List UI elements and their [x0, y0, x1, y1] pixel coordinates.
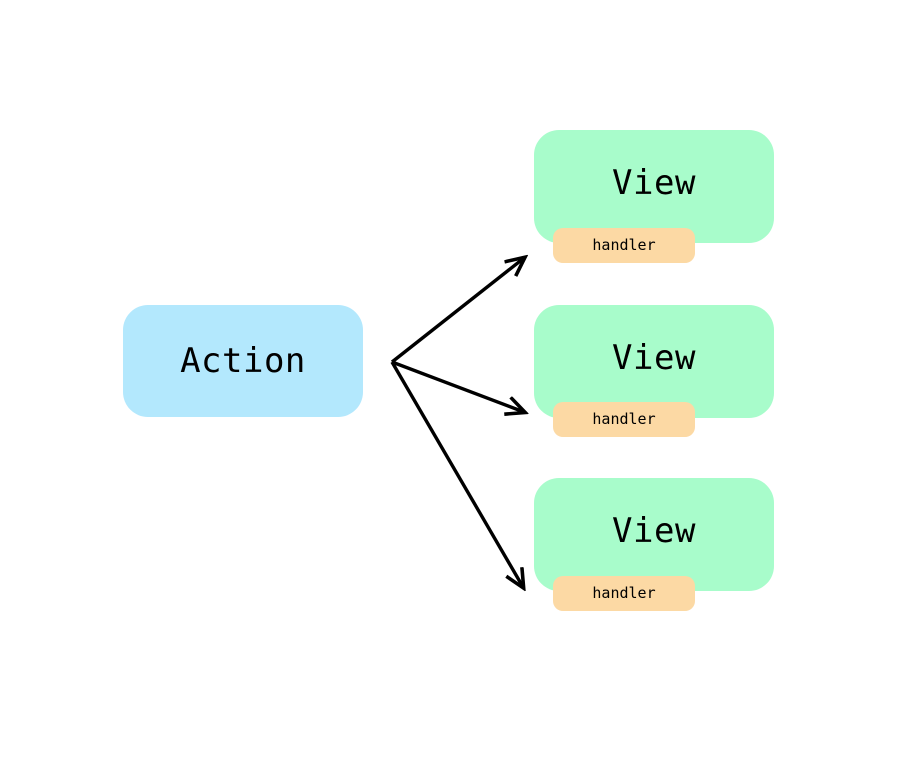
handler-badge-label: handler [592, 584, 656, 602]
handler-badge-2[interactable]: handler [553, 402, 695, 437]
action-node[interactable]: Action [123, 305, 363, 417]
view-node-3[interactable]: View [534, 478, 774, 591]
view-node-2[interactable]: View [534, 305, 774, 418]
view-node-1[interactable]: View [534, 130, 774, 243]
handler-badge-1[interactable]: handler [553, 228, 695, 263]
edge-action-to-view-1 [390, 258, 524, 364]
handler-badge-label: handler [592, 236, 656, 254]
view-node-label: View [612, 337, 696, 378]
edge-action-to-view-3 [390, 361, 523, 587]
view-node-label: View [612, 162, 696, 203]
view-node-label: View [612, 510, 696, 551]
handler-badge-label: handler [592, 410, 656, 428]
edge-action-to-view-2 [391, 360, 524, 412]
action-node-label: Action [180, 341, 306, 381]
handler-badge-3[interactable]: handler [553, 576, 695, 611]
